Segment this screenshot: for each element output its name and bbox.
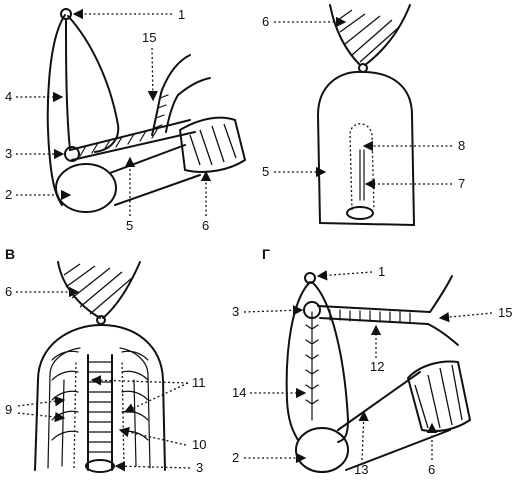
label-b-7: 7: [458, 176, 465, 191]
label-a-5: 5: [126, 218, 133, 233]
label-c-9: 9: [5, 402, 12, 417]
label-a-1: 1: [178, 7, 185, 22]
label-d-15: 15: [498, 305, 512, 320]
label-d-2: 2: [232, 450, 239, 465]
label-d-1: 1: [378, 264, 385, 279]
label-c-11: 11: [192, 375, 206, 390]
label-c-10: 10: [192, 437, 206, 452]
panel-label-g: Г: [262, 246, 270, 262]
label-b-5: 5: [262, 164, 269, 179]
label-a-4: 4: [5, 89, 12, 104]
panel-b-labels: 6 8 5 7: [262, 14, 465, 191]
label-b-6: 6: [262, 14, 269, 29]
panel-c-drawing: [34, 261, 166, 473]
label-d-12: 12: [370, 359, 384, 374]
label-d-14: 14: [232, 385, 246, 400]
label-d-13: 13: [354, 462, 368, 477]
label-c-6: 6: [5, 284, 12, 299]
label-a-15: 15: [142, 30, 156, 45]
label-c-3: 3: [196, 460, 203, 475]
panel-label-v: В: [5, 246, 15, 262]
panel-a-drawing: [46, 8, 246, 213]
panel-a-labels: 1 15 4 3 2 5 6: [5, 7, 212, 233]
label-a-3: 3: [5, 146, 12, 161]
panel-d-labels: 1 3 15 12 14 2 13 6: [232, 264, 512, 477]
label-d-6: 6: [428, 462, 435, 477]
label-b-8: 8: [458, 138, 465, 153]
panel-c-labels: 6 11 9 10 3: [5, 284, 206, 475]
label-d-3: 3: [232, 304, 239, 319]
panel-d-drawing: [285, 272, 471, 473]
label-a-2: 2: [5, 187, 12, 202]
panel-b-drawing: [317, 4, 415, 226]
label-a-6: 6: [202, 218, 209, 233]
